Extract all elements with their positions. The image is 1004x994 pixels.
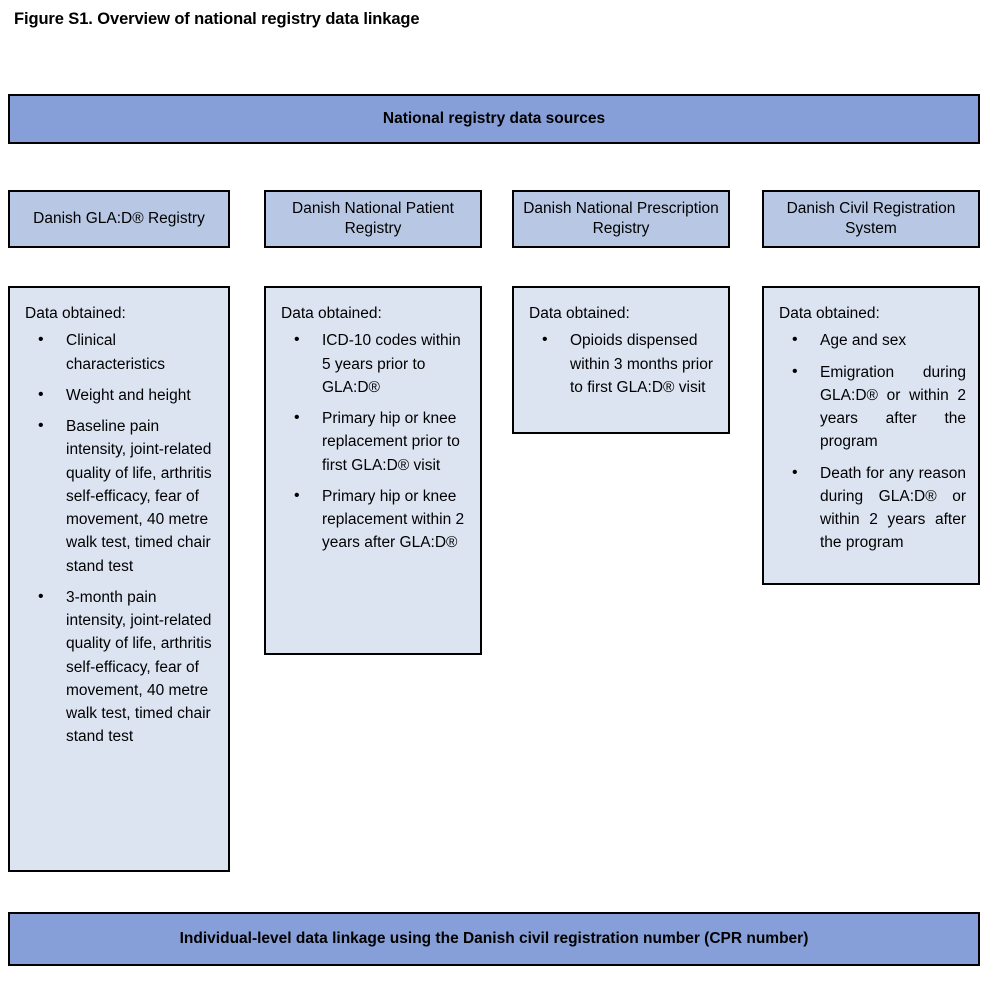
list-item: Emigration during GLA:D® or within 2 yea… <box>778 360 966 454</box>
list-item: Baseline pain intensity, joint-related q… <box>24 414 216 578</box>
list-item: Weight and height <box>24 383 216 407</box>
column-header-danish-civil-registration-system: Danish Civil Registration System <box>762 190 980 248</box>
column-body-danish-glad-registry: Data obtained: Clinical characteristics … <box>8 286 230 872</box>
top-banner-national-registry-data-sources: National registry data sources <box>8 94 980 144</box>
list-item: Primary hip or knee replacement prior to… <box>280 406 468 477</box>
list-item: Clinical characteristics <box>24 328 216 376</box>
list-item: ICD-10 codes within 5 years prior to GLA… <box>280 328 468 399</box>
list-item: Age and sex <box>778 328 966 352</box>
column-body-danish-national-patient-registry: Data obtained: ICD-10 codes within 5 yea… <box>264 286 482 655</box>
data-item-list: Age and sex Emigration during GLA:D® or … <box>778 328 966 555</box>
list-item: Death for any reason during GLA:D® or wi… <box>778 461 966 555</box>
data-obtained-label: Data obtained: <box>529 305 630 322</box>
list-item: Opioids dispensed within 3 months prior … <box>528 328 716 399</box>
column-header-label: Danish National Patient Registry <box>292 199 454 237</box>
column-body-danish-civil-registration-system: Data obtained: Age and sex Emigration du… <box>762 286 980 585</box>
column-header-label: Danish Civil Registration System <box>786 199 956 237</box>
column-header-danish-national-prescription-registry: Danish National Prescription Registry <box>512 190 730 248</box>
bottom-banner-label: Individual-level data linkage using the … <box>179 930 809 947</box>
data-obtained-label: Data obtained: <box>281 305 382 322</box>
data-obtained-label: Data obtained: <box>25 305 126 322</box>
data-item-list: Opioids dispensed within 3 months prior … <box>528 328 716 399</box>
bottom-banner-data-linkage: Individual-level data linkage using the … <box>8 912 980 966</box>
column-header-label: Danish National Prescription Registry <box>523 199 719 237</box>
data-item-list: ICD-10 codes within 5 years prior to GLA… <box>280 328 468 555</box>
data-item-list: Clinical characteristics Weight and heig… <box>24 328 216 749</box>
column-header-danish-glad-registry: Danish GLA:D® Registry <box>8 190 230 248</box>
data-obtained-label: Data obtained: <box>779 305 880 322</box>
column-body-danish-national-prescription-registry: Data obtained: Opioids dispensed within … <box>512 286 730 434</box>
column-header-danish-national-patient-registry: Danish National Patient Registry <box>264 190 482 248</box>
page-title: Figure S1. Overview of national registry… <box>14 10 420 28</box>
list-item: Primary hip or knee replacement within 2… <box>280 484 468 555</box>
top-banner-label: National registry data sources <box>382 110 606 127</box>
list-item: 3-month pain intensity, joint-related qu… <box>24 585 216 749</box>
column-header-label: Danish GLA:D® Registry <box>33 209 205 227</box>
